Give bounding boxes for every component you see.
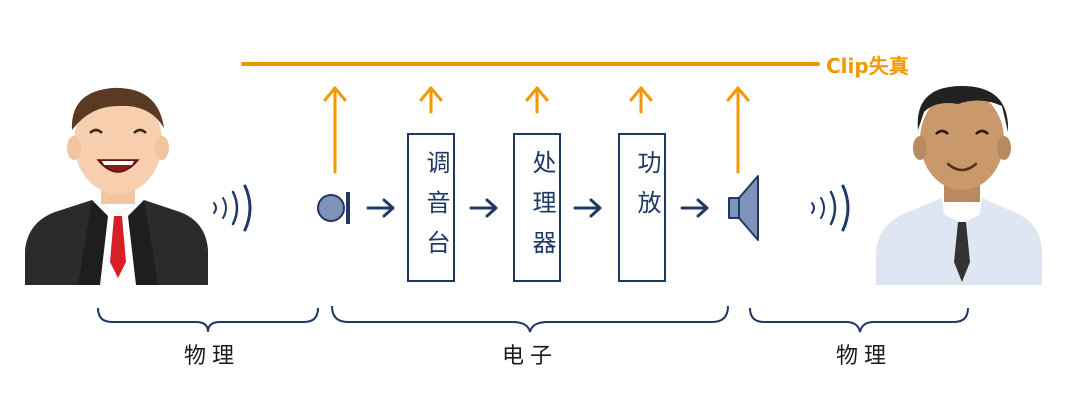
mixer-label: 调音台: [422, 150, 450, 270]
physical-right-label: 物理: [835, 344, 893, 369]
loudspeaker-icon: [728, 175, 759, 241]
clip-arrow-processor: [525, 86, 549, 114]
microphone-icon: [317, 192, 350, 224]
chain-arrow-2: [469, 198, 498, 218]
brace-middle-electronic: [331, 305, 729, 333]
mixer-box: [407, 133, 455, 282]
clip-arrow-amplifier: [629, 86, 653, 114]
amplifier-box: [618, 133, 666, 282]
clip-distortion-label: Clip失真: [826, 54, 909, 78]
physical-left-label: 物理: [183, 344, 241, 369]
sound-waves-right-icon: [811, 184, 850, 232]
chain-arrow-3: [573, 198, 602, 218]
chain-arrow-4: [680, 198, 709, 218]
sound-waves-left-icon: [213, 184, 252, 232]
listening-person-icon: [876, 86, 1042, 285]
clip-arrow-mixer: [419, 86, 443, 114]
brace-left-physical: [97, 307, 319, 333]
processor-label: 处理器: [528, 150, 556, 270]
electronic-label: 电子: [501, 344, 559, 369]
speaking-person-icon: [25, 87, 208, 285]
processor-box: [513, 133, 561, 282]
brace-right-physical: [749, 307, 969, 333]
clip-arrow-mic: [323, 86, 347, 174]
clip-arrow-speaker: [726, 86, 750, 174]
chain-arrow-1: [366, 198, 395, 218]
amplifier-label: 功放: [633, 150, 661, 230]
